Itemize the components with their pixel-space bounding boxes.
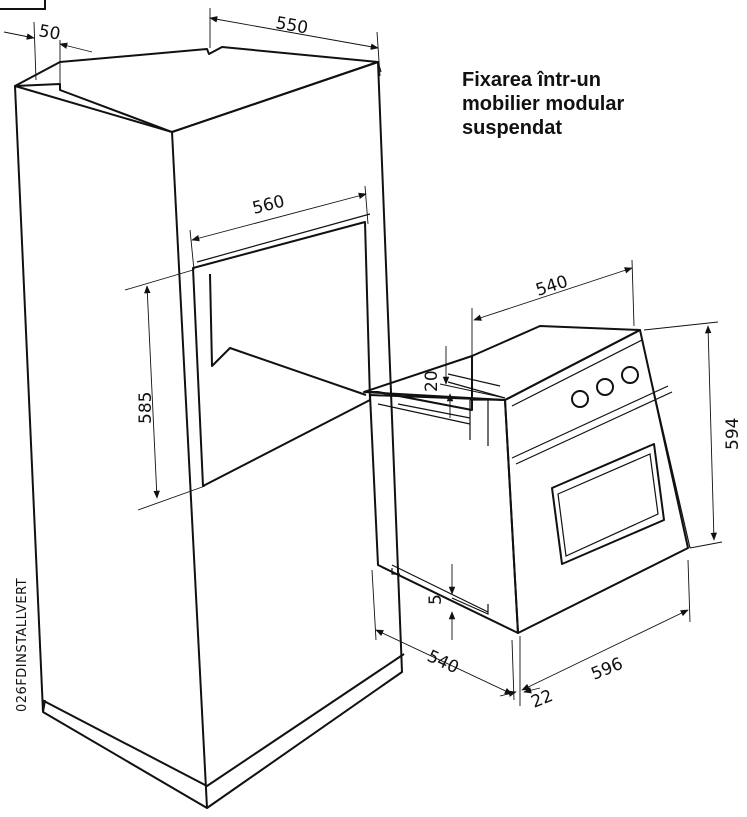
- oven: [363, 325, 691, 634]
- oven-knob-3: [621, 366, 639, 384]
- dim-label-596: 596: [588, 654, 626, 685]
- oven-knob-1: [571, 390, 589, 408]
- dim-550: [209, 8, 381, 77]
- dim-label-594: 594: [723, 418, 743, 450]
- dim-label-550: 550: [274, 13, 309, 38]
- diagram-title: Fixarea într-un mobilier modular suspend…: [462, 69, 625, 139]
- dim-label-560: 560: [250, 192, 286, 219]
- dim-596: [519, 559, 691, 706]
- corner-mark: [0, 0, 46, 10]
- dim-560: [189, 185, 369, 271]
- dim-20: [439, 346, 506, 418]
- oven-front: [504, 329, 689, 634]
- oven-knob-2: [596, 378, 614, 396]
- dim-label-540-top: 540: [533, 272, 570, 301]
- cabinet-niche: [192, 221, 371, 487]
- cabinet-side: [14, 85, 208, 809]
- dim-585: [124, 269, 206, 511]
- drawing-code: 026FDINSTALLVERT: [15, 578, 30, 712]
- oven-window: [551, 443, 665, 565]
- dim-22: [499, 687, 541, 697]
- dim-540-top: [471, 259, 635, 356]
- dim-594: [643, 321, 723, 549]
- dim-label-540-bottom: 540: [424, 646, 462, 678]
- dim-label-20: 20: [422, 370, 442, 392]
- dim-50: [3, 21, 93, 88]
- dim-label-5: 5: [426, 594, 446, 605]
- dim-label-585: 585: [136, 392, 156, 424]
- dim-label-50: 50: [37, 21, 62, 44]
- dim-540-bottom: [371, 569, 515, 701]
- cabinet: [14, 46, 405, 809]
